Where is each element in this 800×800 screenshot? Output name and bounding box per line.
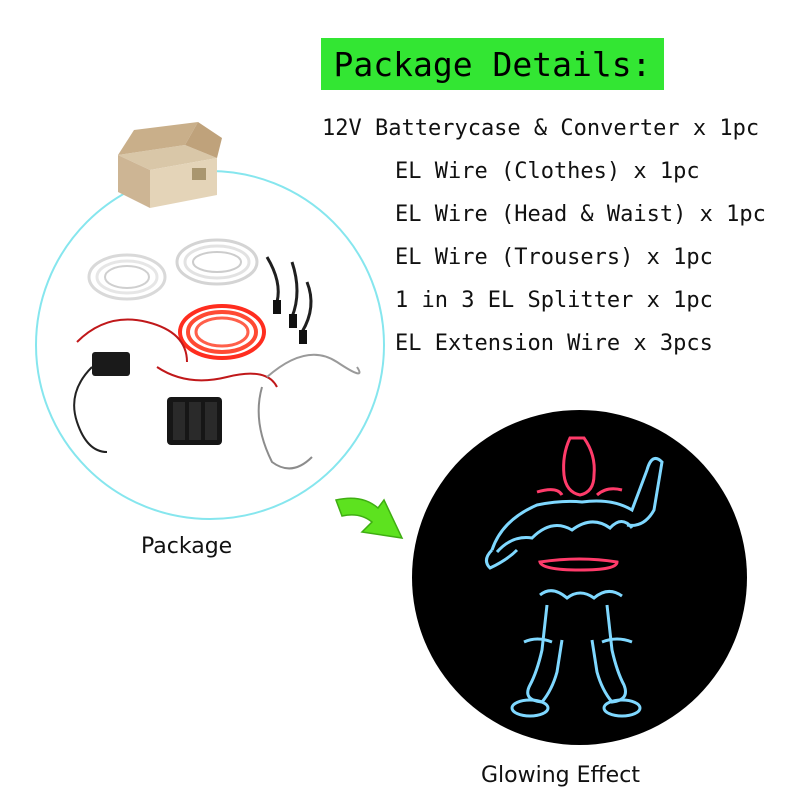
detail-item-el-wire-head-waist: EL Wire (Head & Waist) x 1pc xyxy=(395,202,766,227)
detail-item-extension-wire: EL Extension Wire x 3pcs xyxy=(395,331,713,356)
glowing-suit-illustration xyxy=(485,436,664,718)
package-photo xyxy=(35,170,385,520)
glowing-effect-caption: Glowing Effect xyxy=(481,763,640,788)
detail-item-el-wire-trousers: EL Wire (Trousers) x 1pc xyxy=(395,245,713,270)
detail-item-batterycase: 12V Batterycase & Converter x 1pc xyxy=(322,116,760,141)
page-title: Package Details: xyxy=(333,44,652,84)
green-curved-arrow-icon xyxy=(334,497,404,539)
cardboard-box-icon xyxy=(118,122,222,208)
detail-item-el-wire-clothes: EL Wire (Clothes) x 1pc xyxy=(395,159,700,184)
package-contents-illustration xyxy=(73,238,361,470)
detail-item-splitter: 1 in 3 EL Splitter x 1pc xyxy=(395,288,713,313)
package-caption: Package xyxy=(141,534,233,559)
package-details-title-badge: Package Details: xyxy=(321,38,664,90)
glowing-effect-photo xyxy=(412,410,747,745)
